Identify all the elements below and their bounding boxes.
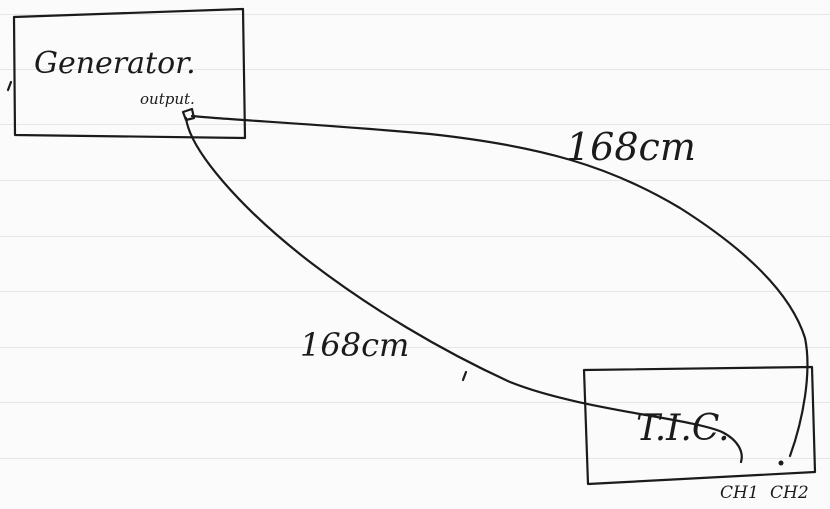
upper-cable bbox=[190, 114, 809, 458]
generator-label: Generator. bbox=[34, 46, 196, 81]
ch2-connector bbox=[778, 460, 784, 466]
ch2-label: CH2 bbox=[770, 483, 809, 503]
output-connector bbox=[181, 107, 196, 122]
lower-cable-length-label: 168cm bbox=[300, 326, 409, 364]
output-port-label: output. bbox=[140, 90, 195, 108]
generator-box: Generator. output. bbox=[6, 7, 247, 140]
tic-label: T.I.C. bbox=[636, 408, 730, 449]
pen-mark bbox=[461, 370, 468, 382]
ruled-line bbox=[0, 347, 830, 348]
upper-cable-length-label: 168cm bbox=[566, 125, 696, 169]
ruled-line bbox=[0, 124, 830, 125]
ruled-line bbox=[0, 458, 830, 459]
ruled-line bbox=[0, 291, 830, 292]
ruled-line bbox=[0, 69, 830, 70]
ruled-line bbox=[0, 180, 830, 181]
ruled-line bbox=[0, 402, 830, 403]
lower-cable bbox=[184, 116, 743, 464]
ruled-line bbox=[0, 14, 830, 15]
ch1-label: CH1 bbox=[720, 483, 759, 503]
box-tick-mark bbox=[6, 80, 13, 92]
ruled-line bbox=[0, 236, 830, 237]
tic-box: T.I.C. CH1 CH2 bbox=[582, 365, 817, 503]
